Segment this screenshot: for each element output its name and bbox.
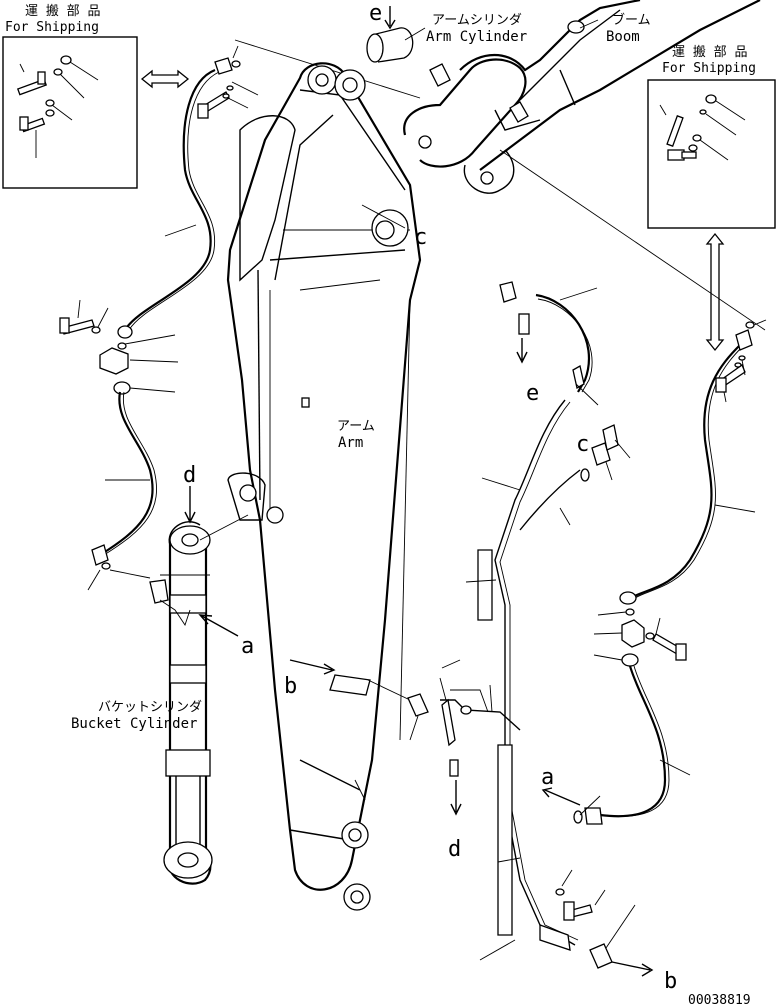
fitting-icon [589,943,613,969]
callout-c-pipe: c [576,432,589,457]
bolt-icon [715,364,746,393]
washer-icon [222,93,230,99]
washer-icon [45,109,55,117]
hose-left-lower [87,391,157,591]
bucket-cylinder-label-en: Bucket Cylinder [71,716,197,732]
pipe-assembly-right [439,281,654,977]
arm-label-jp: アーム [337,419,375,434]
adapter-icon [518,313,530,335]
bolt-icon [652,633,687,661]
washer-icon [738,355,746,361]
callout-a-left: a [241,634,254,659]
washer-icon [555,888,565,896]
o-ring-icon [625,608,635,616]
elbow-fitting-icon [407,693,429,717]
hose-left-clamp [59,299,179,395]
callout-d-top: d [183,463,196,488]
o-ring-icon [101,562,111,570]
arm-cylinder-label-jp: アームシリンダ [432,13,522,28]
callout-c-arm: c [414,225,427,250]
bolt-icon [16,71,48,96]
bolt-icon [19,116,46,133]
drawing-number: 00038819 [688,993,751,1008]
hose-left-upper [117,45,259,339]
boom-label-en: Boom [606,29,640,45]
double-arrow-icon [140,69,190,89]
boom-label-jp: ブーム [612,12,651,28]
elbow-fitting-icon [499,281,517,303]
washer-icon [692,134,702,142]
bucket-cylinder-label-jp: バケットシリンダ [98,700,202,715]
shipping-parts-box-left: 運 搬 部 品 For Shipping [2,4,138,189]
washer-icon [226,85,234,91]
nut-icon [60,55,72,65]
fitting-icon [580,468,590,482]
shipping-parts-box-right: 運 搬 部 品 For Shipping [647,45,776,229]
o-ring-icon [117,342,127,350]
arm-cylinder-label-en: Arm Cylinder [426,29,527,45]
bolt-icon [59,317,95,335]
hose-right-lower [573,665,691,825]
hose-fitting-icon [621,653,639,667]
callout-e-pipe: e [526,381,539,406]
elbow-fitting-icon [591,442,611,466]
shipping-label-jp-left: 運 搬 部 品 [25,4,100,19]
hose-fitting-icon [619,591,637,605]
washer-icon [45,99,55,107]
boom-assembly [459,0,761,171]
shipping-label-en-left: For Shipping [5,20,99,35]
callout-e-top: e [369,1,382,26]
arm-cylinder [366,27,529,194]
washer-icon [734,362,742,368]
washer-icon [53,68,63,76]
bucket-cylinder [149,521,213,885]
hose-fitting-icon [117,325,133,339]
adapter-icon [602,424,619,451]
bolt-icon [563,901,593,921]
washer-icon [688,144,698,152]
adapter-icon [449,759,459,777]
hose-fitting-icon [113,381,131,395]
shipping-label-en-right: For Shipping [662,61,756,76]
clamp-block-icon [621,619,645,648]
arm-body [226,62,422,911]
double-arrow-icon [705,232,725,352]
nut-icon [705,94,717,104]
nut-icon [231,60,241,68]
arm-label-en: Arm [338,435,363,451]
washer-icon [645,632,655,640]
callout-d-bottom: d [448,837,461,862]
o-ring-icon [573,810,583,824]
callout-b-bottom: b [664,969,677,994]
callout-a-right: a [541,765,554,790]
washer-icon [699,109,707,115]
washer-icon [91,326,101,334]
hose-right-clamp [593,608,687,667]
callout-b-left: b [284,674,297,699]
bolt-icon [667,149,697,161]
bolt-icon [666,115,684,147]
nut-icon [745,321,755,329]
shipping-label-jp-right: 運 搬 部 品 [672,45,747,60]
hose-right-upper [619,319,767,605]
clamp-block-icon [99,347,129,375]
